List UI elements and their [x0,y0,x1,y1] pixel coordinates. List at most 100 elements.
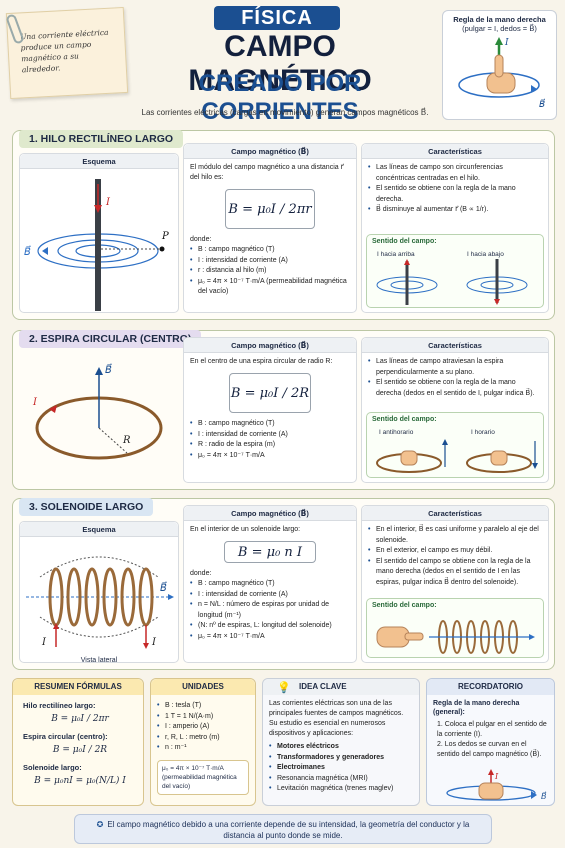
definition-item: R : radio de la espira (m) [190,440,350,451]
char-item: B⃗ disminuye al aumentar r⃗ (B ∝ 1/r). [368,205,542,216]
application-item: Resonancia magnética (MRI) [269,774,413,785]
where-label: donde: [190,570,212,577]
page-title: CAMPO MAGNÉTICO [188,30,372,97]
char-header: Características [362,338,548,353]
char-item: En el interior, B⃗ es casi uniforme y pa… [368,525,542,546]
unit-item: r, R, L : metro (m) [157,733,249,744]
sticky-note: Una corriente eléctrica produce un campo… [5,6,129,100]
application-item: Motores eléctricos [269,742,413,753]
definition-item: B : campo magnético (T) [190,579,350,590]
footer-text: El campo magnético debido a una corrient… [107,820,470,840]
characteristics-list: Las líneas de campo atraviesan la espira… [362,357,548,399]
sense-up-label: I hacia arriba [377,251,415,258]
application-item: Levitación magnética (trenes maglev) [269,784,413,795]
star-icon: ✪ [96,820,104,829]
loop-label-b: B⃗ [105,363,112,376]
key-idea-box: IDEA CLAVE 💡 Las corrientes eléctricas s… [262,678,420,806]
summary-formula: B = μ₀I / 2πr [51,714,109,724]
char-header: Características [362,506,548,521]
sense-a-label: I antihorario [379,429,414,436]
field-header: Campo magnético (B⃗) [184,506,356,521]
definition-item: r : distancia al hilo (m) [190,266,350,277]
field-panel: Campo magnético (B⃗) En el interior de u… [183,505,357,663]
definition-item: μ₀ = 4π × 10⁻⁷ T·m/A [190,632,350,643]
formula-box: B = μ₀ n I [224,541,316,563]
char-item: Las líneas de campo son circunferencias … [368,163,542,184]
char-item: El sentido del campo se obtiene con la r… [368,557,542,589]
field-panel: Campo magnético (B⃗) En el centro de una… [183,337,357,483]
reminder-step: 1. Coloca el pulgar en el sentido de la … [437,721,547,738]
scheme-panel: Esquema I I B⃗ Vista lateral [19,521,179,664]
field-header: Campo magnético (B⃗) [184,144,356,159]
definition-item: I : intensidad de corriente (A) [190,256,350,267]
definition-item: I : intensidad de corriente (A) [190,430,350,441]
section-solenoid: 3. SOLENOIDE LARGO Esquema I I B⃗ Vi [12,498,555,670]
char-header: Características [362,144,548,159]
char-item: Las líneas de campo atraviesan la espira… [368,357,542,378]
definition-item: n = N/L : número de espiras por unidad d… [190,600,350,621]
definition-list: B : campo magnético (T) I : intensidad d… [184,245,356,298]
unit-item: 1 T = 1 N/(A·m) [157,712,249,723]
solenoid-diagram: I I B⃗ [26,556,174,649]
field-intro: En el centro de una espira circular de r… [190,358,333,365]
rhr-label-b: B⃗ [539,98,545,108]
formula-summary-box: RESUMEN FÓRMULAS Hilo rectilíneo largo: … [12,678,144,806]
section-title: 2. ESPIRA CIRCULAR (CENTRO) [19,330,202,348]
char-item: El sentido se obtiene con la regla de la… [368,378,542,399]
note-text: Una corriente eléctrica produce un campo… [19,27,109,75]
applications-list: Motores eléctricos Transformadores y gen… [263,742,419,795]
characteristics-list: Las líneas de campo son circunferencias … [362,163,548,216]
reminder-title: RECORDATORIO [427,679,554,695]
sense-b-label: I horario [471,429,495,436]
idea-text: Las corrientes eléctricas son una de las… [269,700,404,737]
section-circular-loop: 2. ESPIRA CIRCULAR (CENTRO) B⃗ I R Campo… [12,330,555,490]
characteristics-panel: Características Las líneas de campo atra… [361,337,549,483]
definition-item: B : campo magnético (T) [190,245,350,256]
formula: B = μ₀I / 2πr [228,201,312,217]
idea-title: IDEA CLAVE [263,679,419,695]
summary-label: Solenoide largo: [23,763,82,772]
subject-badge: FÍSICA [214,6,340,30]
summary-label: Hilo rectilíneo largo: [23,701,96,710]
solenoid-label-b: B⃗ [160,581,167,594]
rhr-title: Regla de la mano derecha [453,15,546,24]
section-straight-wire: 1. HILO RECTILÍNEO LARGO Esquema I B⃗ P … [12,130,555,320]
sense-title: Sentido del campo: [372,416,437,423]
definition-item: B : campo magnético (T) [190,419,350,430]
footer-note: ✪El campo magnético debido a una corrien… [74,814,492,844]
definition-item: μ₀ = 4π × 10⁻⁷ T·m/A (permeabilidad magn… [190,277,350,298]
field-intro: En el interior de un solenoide largo: [190,526,301,533]
reminder-label-b: B⃗ [541,791,547,801]
section-title: 3. SOLENOIDE LARGO [19,498,154,516]
field-header: Campo magnético (B⃗) [184,338,356,353]
section-title: 1. HILO RECTILÍNEO LARGO [19,130,184,148]
hand-rule-icon: I B⃗ [458,37,545,110]
loop-diagram-panel: B⃗ I R [19,353,179,485]
units-list: B : tesla (T) 1 T = 1 N/(A·m) I : amperi… [151,701,255,754]
formula: B = μ₀ n I [237,544,303,560]
char-item: En el exterior, el campo es muy débil. [368,546,542,557]
reminder-hand-icon: I B⃗ [446,769,547,801]
characteristics-panel: Características En el interior, B⃗ es ca… [361,505,549,663]
reminder-subtitle: Regla de la mano derecha (general): [433,700,520,716]
solenoid-sense-diagram [376,620,535,654]
sense-down-label: I hacia abajo [467,251,504,258]
formula-box: B = μ₀I / 2R [229,373,311,413]
summary-label: Espira circular (centro): [23,732,108,741]
right-hand-rule-box: Regla de la mano derecha (pulgar = I, de… [442,10,557,120]
formula: B = μ₀I / 2R [230,385,310,401]
sense-box: Sentido del campo: I antihorario I horar… [366,412,544,478]
char-item: El sentido se obtiene con la regla de la… [368,184,542,205]
rhr-subtitle: (pulgar = I, dedos = B⃗) [462,24,537,33]
units-title: UNIDADES [151,679,255,695]
scheme-panel: Esquema I B⃗ P [19,153,179,313]
sense-box: Sentido del campo: I hacia arriba I haci… [366,234,544,308]
loop-sense-diagram [376,439,538,473]
definition-item: μ₀ = 4π × 10⁻⁷ T·m/A [190,451,350,462]
definition-list: B : campo magnético (T) I : intensidad d… [184,419,356,461]
sense-title: Sentido del campo: [372,602,437,609]
definition-note: (N: nº de espiras, L: longitud del solen… [190,621,350,632]
loop-diagram: B⃗ I R [32,363,163,460]
solenoid-label-i-left: I [41,637,47,648]
lightbulb-icon: 💡 [277,682,291,694]
